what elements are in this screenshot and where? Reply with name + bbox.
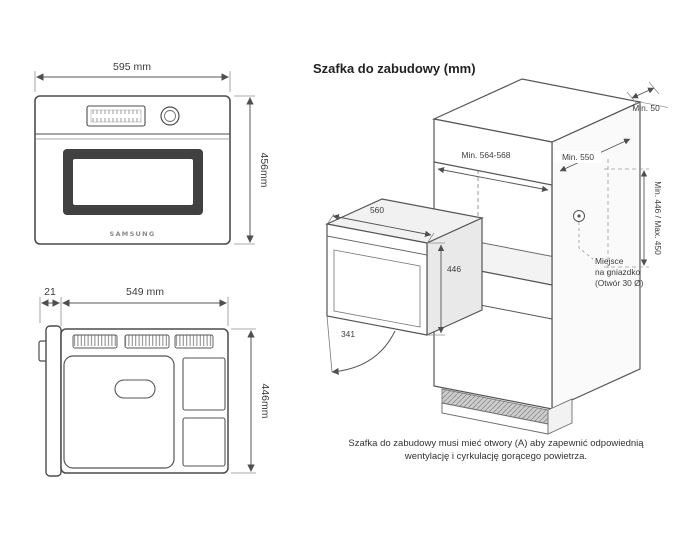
oven-door-outline <box>333 249 421 328</box>
label-backing <box>453 149 519 161</box>
niche-width-label: Min. 564-568 <box>462 150 511 160</box>
front-extension-lines <box>34 71 255 245</box>
back-edge-extension <box>639 101 669 108</box>
door-edge <box>45 325 62 477</box>
body-width-label: 549 mm <box>126 286 164 298</box>
cavity-slot <box>114 379 156 399</box>
brand-label: SAMSUNG <box>109 230 155 238</box>
oven-front-face <box>326 223 428 336</box>
socket-note-line3: (Otwór 30 Ø) <box>595 278 644 288</box>
door-swing-label: 341 <box>341 329 355 339</box>
door-window-glass <box>73 159 193 205</box>
display-segments <box>90 109 142 123</box>
oven-height-label: 446 <box>447 264 461 274</box>
body-door-depth-label: 21 <box>44 286 56 298</box>
door-swing-arc <box>331 330 396 375</box>
vent-grille <box>124 334 170 349</box>
socket-note-line2: na gniazdko <box>595 267 641 277</box>
socket-note-line1: Miejsce <box>595 256 624 266</box>
plinth-side <box>547 398 573 435</box>
cabinet-box <box>432 78 669 435</box>
body-height-label: 446mm <box>259 383 270 418</box>
oven-body-drawing <box>38 325 229 477</box>
body-dimension-lines <box>41 299 255 472</box>
oven-width-label: 560 <box>370 205 384 215</box>
front-height-label: 456mm <box>258 152 270 187</box>
component-box-upper <box>182 357 226 411</box>
cabinet-installation-diagram: Min. 564-568 Min. 550 Min. 50 Min. 446 /… <box>325 78 669 435</box>
socket-note: Miejsce na gniazdko (Otwór 30 Ø) <box>595 256 644 288</box>
ventilation-caption: Szafka do zabudowy musi mieć otwory (A) … <box>298 437 684 463</box>
caption-line1: Szafka do zabudowy musi mieć otwory (A) … <box>348 438 644 449</box>
niche-height-label: Min. 446 / Max. 450 <box>653 181 663 255</box>
oven-front-view-diagram: 595 mm 456mm SAMSUNG <box>34 61 270 245</box>
oven-body-view-diagram: 21 549 mm 446mm <box>38 286 270 477</box>
caption-line2: wentylację i cyrkulację gorącego powietr… <box>404 451 588 462</box>
socket-marker <box>573 210 594 260</box>
control-knob-inner <box>164 110 176 122</box>
oven-front-drawing: SAMSUNG <box>34 95 231 245</box>
component-box-lower <box>182 417 226 467</box>
niche-depth-label: Min. 550 <box>562 152 594 162</box>
label-backing <box>555 151 601 163</box>
body-extension-lines <box>39 297 256 474</box>
vent-grille <box>72 334 118 349</box>
cavity-panel <box>63 355 175 469</box>
front-width-label: 595 mm <box>113 61 151 73</box>
section-title: Szafka do zabudowy (mm) <box>313 61 476 76</box>
vent-grille <box>174 334 214 349</box>
back-gap-label: Min. 50 <box>632 103 660 113</box>
front-dimension-lines <box>36 73 254 243</box>
open-door-edge <box>326 315 333 373</box>
